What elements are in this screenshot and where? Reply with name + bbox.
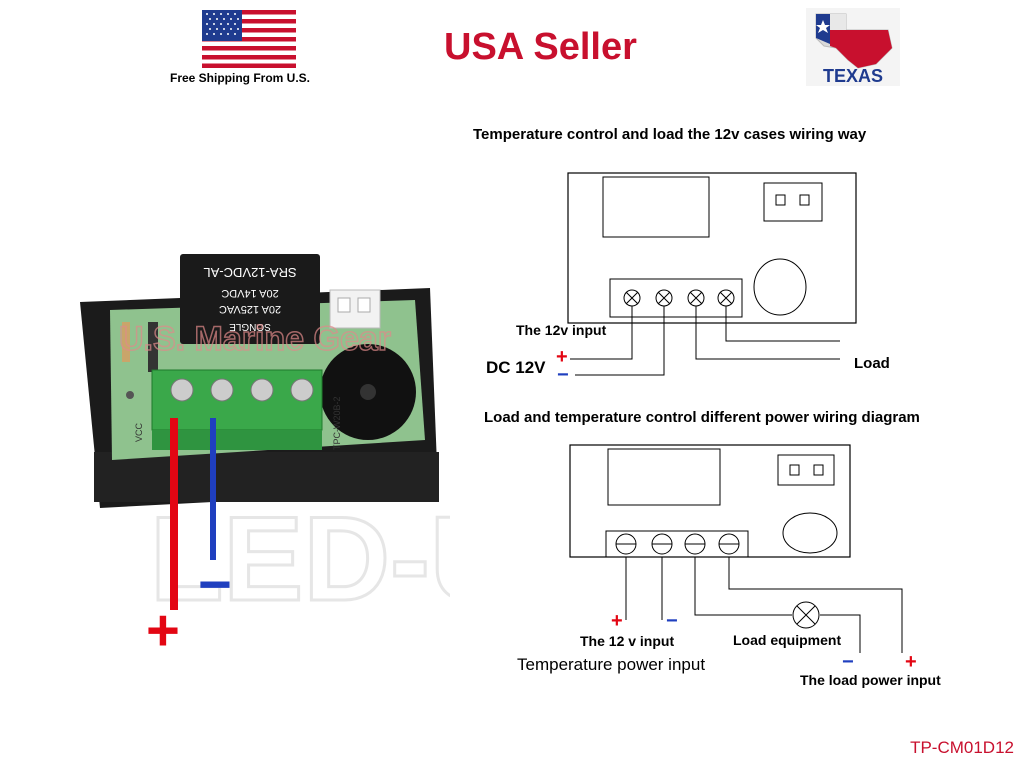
- diagram1-plus: +: [556, 346, 568, 368]
- texas-logo: TEXAS: [806, 8, 900, 86]
- diagram1-title: Temperature control and load the 12v cas…: [473, 126, 867, 143]
- diagram1-controller-box: [567, 172, 857, 324]
- us-flag: [202, 10, 296, 68]
- negative-wire-label: −: [198, 552, 232, 617]
- diagram2-load-plus: +: [905, 651, 917, 673]
- texas-label: TEXAS: [822, 66, 883, 86]
- relay-line2: 20A 14VDC: [221, 287, 279, 299]
- diagram1-terminals: [623, 289, 735, 307]
- diagram2-wires: [625, 557, 903, 653]
- diagram2-load-equipment-label: Load equipment: [733, 632, 841, 648]
- thermostat-module-photo: LED-UK SRA-12VDC-AL 20A 14VDC 20A 125VAC…: [70, 240, 605, 680]
- red-wire: [170, 418, 178, 610]
- diagram2-power-label: Temperature power input: [517, 655, 705, 674]
- diagram2-controller-box: [569, 444, 851, 558]
- diagram1-minus: −: [557, 364, 569, 386]
- seller-watermark: U.S. Marine Gear: [119, 320, 391, 358]
- relay-line3: 20A 125VAC: [219, 303, 281, 315]
- diagram2-input-label: The 12 v input: [580, 633, 674, 649]
- diagram2-title: Load and temperature control different p…: [484, 409, 920, 426]
- diagram2-input-minus: −: [666, 610, 678, 632]
- diagram1-load-label: Load: [854, 355, 890, 372]
- pcb-vcc-label: VCC: [134, 422, 144, 442]
- pcb-model-label: TPC-W20B-2: [332, 396, 342, 450]
- relay-line1: SRA-12VDC-AL: [203, 265, 296, 280]
- sku-label: TP-CM01D12: [910, 738, 1014, 757]
- relay-brand: SONGLE: [229, 321, 271, 332]
- shipping-note: Free Shipping From U.S.: [170, 71, 311, 85]
- blue-wire: [210, 418, 216, 560]
- diagram2-load-power-label: The load power input: [800, 672, 941, 688]
- wiring-diagrams: Temperature control and load the 12v cas…: [470, 115, 990, 705]
- background-watermark: LED-UK: [150, 492, 450, 626]
- diagram2-load-minus: −: [842, 651, 854, 673]
- positive-wire-label: +: [146, 598, 180, 663]
- diagram1-wires: [570, 306, 840, 376]
- diagram2-input-plus: +: [611, 610, 623, 632]
- load-equipment-lamp-icon: [792, 601, 820, 629]
- diagram1-dc-label: DC 12V: [486, 358, 546, 377]
- seller-title: USA Seller: [444, 26, 637, 68]
- diagram2-terminals: [615, 533, 740, 555]
- diagram1-input-label: The 12v input: [516, 322, 607, 338]
